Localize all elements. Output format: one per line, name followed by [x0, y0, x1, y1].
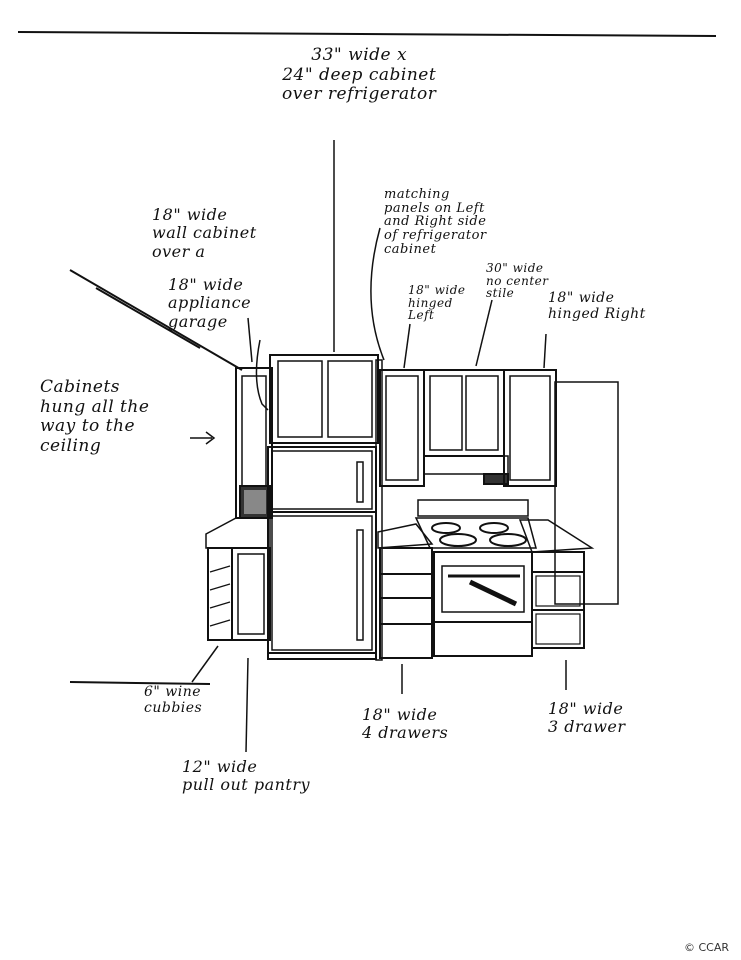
back-wall-panel	[554, 381, 619, 605]
label-wine-cubbies: 6" wine cubbies	[144, 684, 203, 717]
label-four-drawers: 18" wide 4 drawers	[362, 705, 449, 743]
label-three-drawers: 18" wide 3 drawer	[548, 699, 626, 737]
range-stove	[414, 499, 537, 657]
label-matching-panels: matching panels on Left and Right side o…	[384, 187, 487, 257]
label-top-cabinet: 33" wide x 24" deep cabinet over refrige…	[282, 45, 437, 105]
four-drawer-base	[377, 523, 434, 659]
arrow-wall-cabinet	[255, 339, 269, 411]
arrow-hinged-left	[403, 323, 411, 369]
arrow-appliance-garage	[247, 317, 253, 363]
arrow-ceiling	[190, 431, 216, 445]
tall-left-cabinet	[235, 367, 273, 519]
upper-cabinet-hinged-left	[379, 369, 425, 487]
label-hinged-right: 18" wide hinged Right	[548, 290, 646, 323]
label-appliance-garage: 18" wide appliance garage	[168, 275, 252, 331]
label-pantry: 12" wide pull out pantry	[182, 757, 311, 795]
floor-reference-line	[69, 681, 211, 685]
three-drawer-base	[518, 519, 595, 649]
ccar-watermark: © CCAR	[683, 941, 729, 954]
label-no-center-stile: 30" wide no center stile	[486, 261, 549, 301]
top-border-line	[17, 31, 717, 37]
refrigerator	[267, 446, 377, 660]
arrow-wine-cubbies	[191, 645, 219, 683]
refrigerator-side-panel	[375, 359, 383, 661]
ceiling-line	[69, 269, 243, 371]
upper-cabinet-over-range	[423, 369, 509, 485]
arrow-pantry	[245, 657, 249, 753]
annotation-arrows	[190, 140, 567, 753]
label-to-ceiling: Cabinets hung all the way to the ceiling	[40, 377, 150, 456]
label-wall-cabinet: 18" wide wall cabinet over a	[152, 205, 257, 261]
left-base-cabinets	[205, 517, 271, 641]
cabinet-over-refrigerator	[269, 354, 379, 444]
arrow-no-center-stile	[475, 299, 493, 367]
arrow-hinged-right	[543, 333, 547, 369]
ceiling-line-secondary	[95, 287, 201, 349]
arrow-matching-panels	[370, 227, 385, 361]
label-hinged-left: 18" wide hinged Left	[408, 283, 466, 323]
upper-cabinet-hinged-right	[503, 369, 557, 487]
